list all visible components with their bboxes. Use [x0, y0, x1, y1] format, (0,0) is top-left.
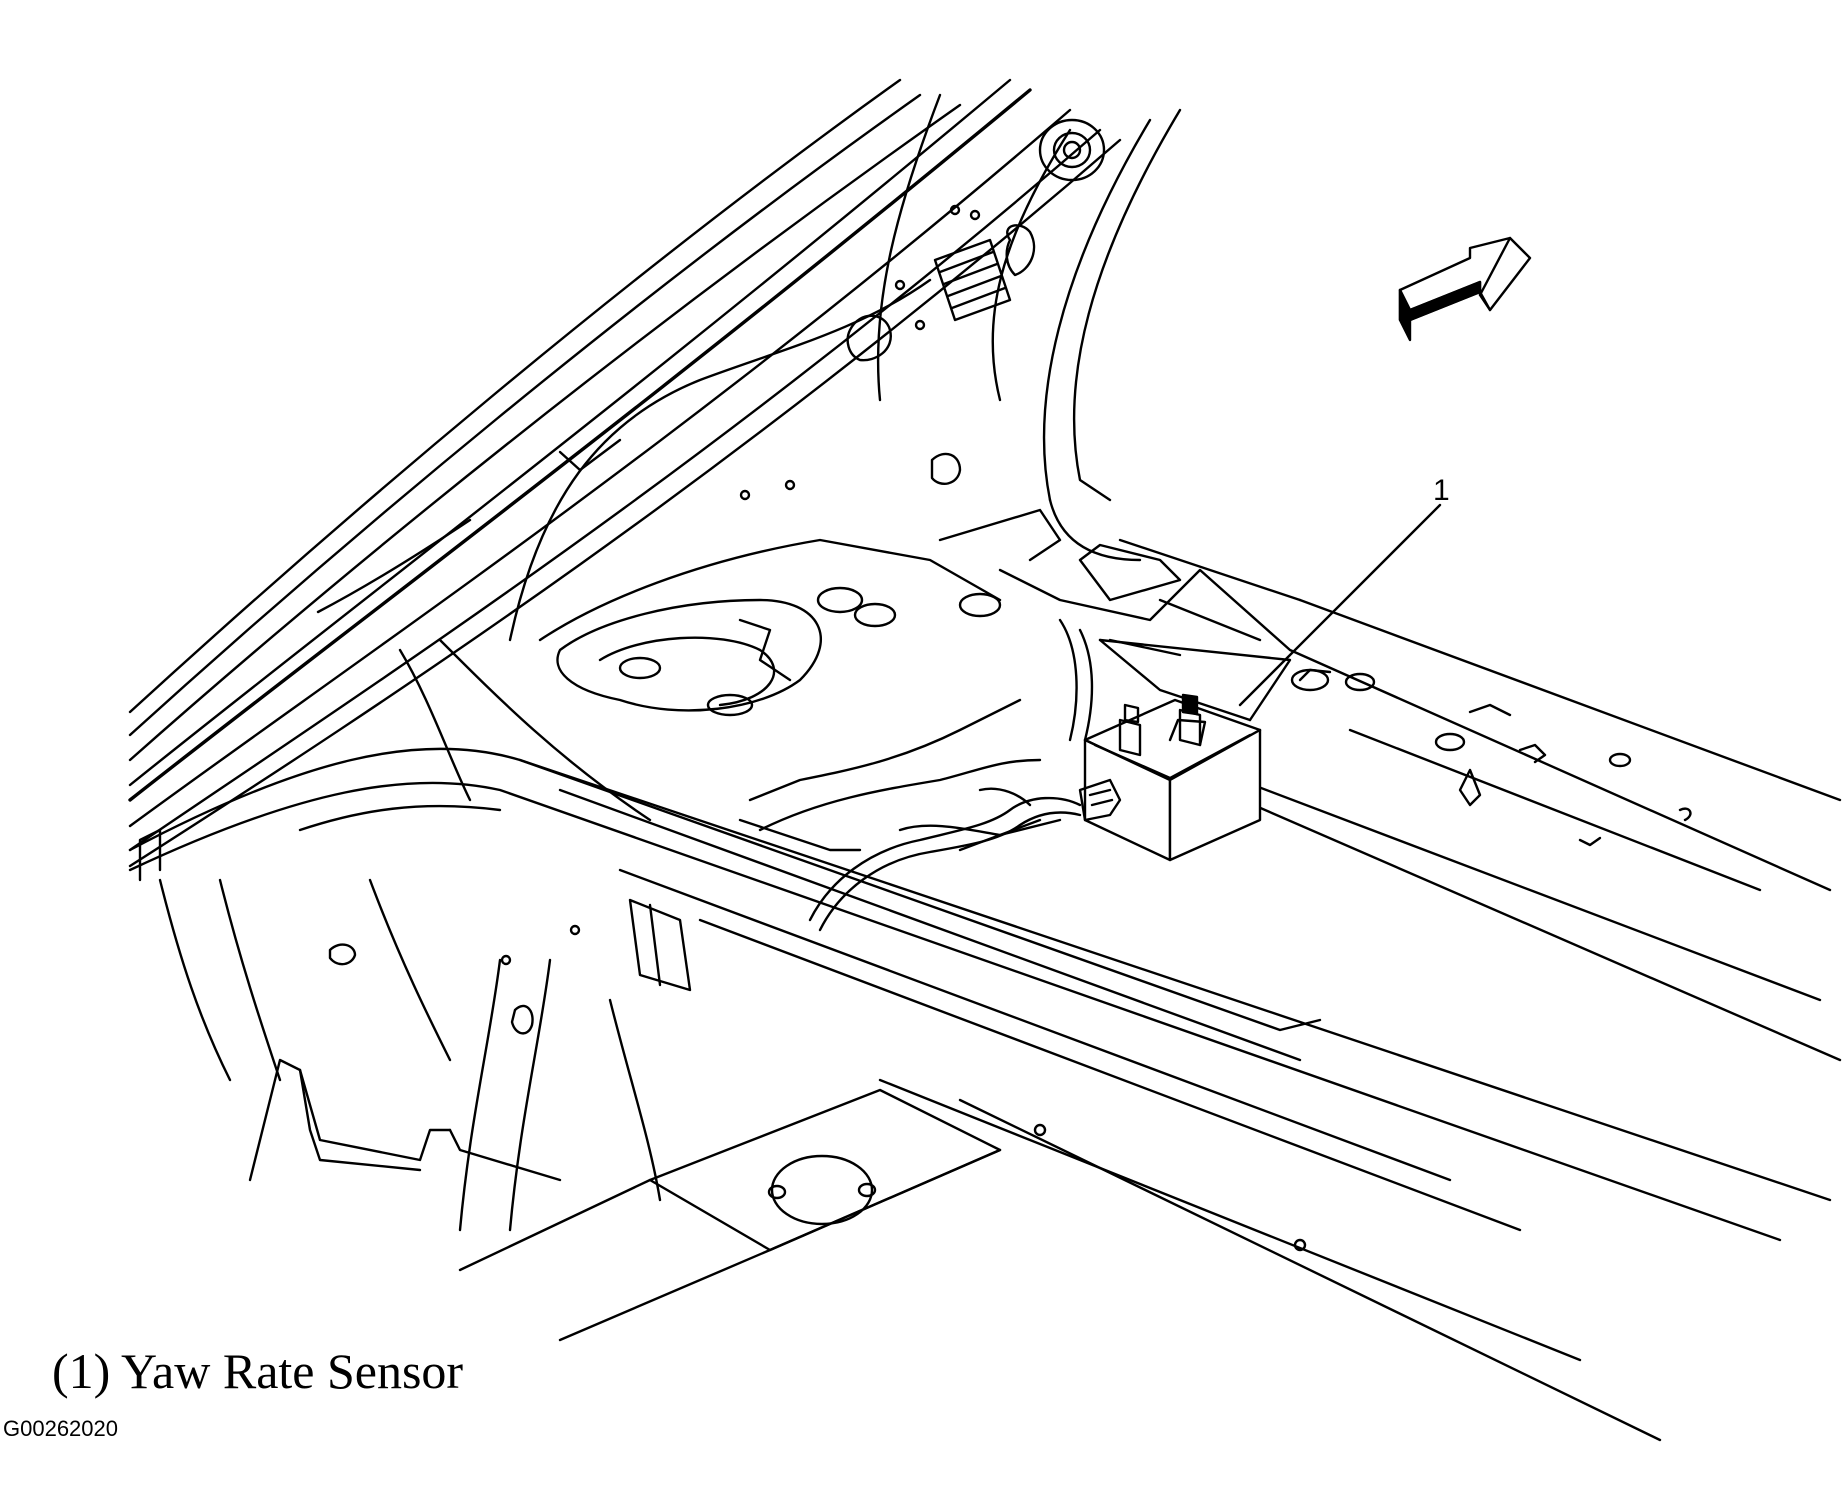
figure-caption: (1) Yaw Rate Sensor — [52, 1343, 464, 1399]
callout-leader-line — [1238, 503, 1442, 707]
lower-inner-structure — [158, 878, 692, 1232]
spare-tire-well — [538, 538, 1002, 717]
callout-number: 1 — [1433, 474, 1450, 507]
spring-seat — [458, 1088, 1002, 1342]
front-direction-arrow-icon — [1398, 236, 1532, 342]
rocker-sill — [128, 638, 1832, 1442]
left-pillar-rails — [128, 78, 1122, 868]
quarter-panel — [508, 93, 1182, 642]
figure-id: G00262020 — [3, 1416, 118, 1441]
sensor-harness — [738, 698, 1082, 932]
yaw-rate-sensor — [1058, 618, 1292, 862]
floor-pan — [938, 508, 1842, 1062]
vent-louvers — [933, 238, 1012, 322]
